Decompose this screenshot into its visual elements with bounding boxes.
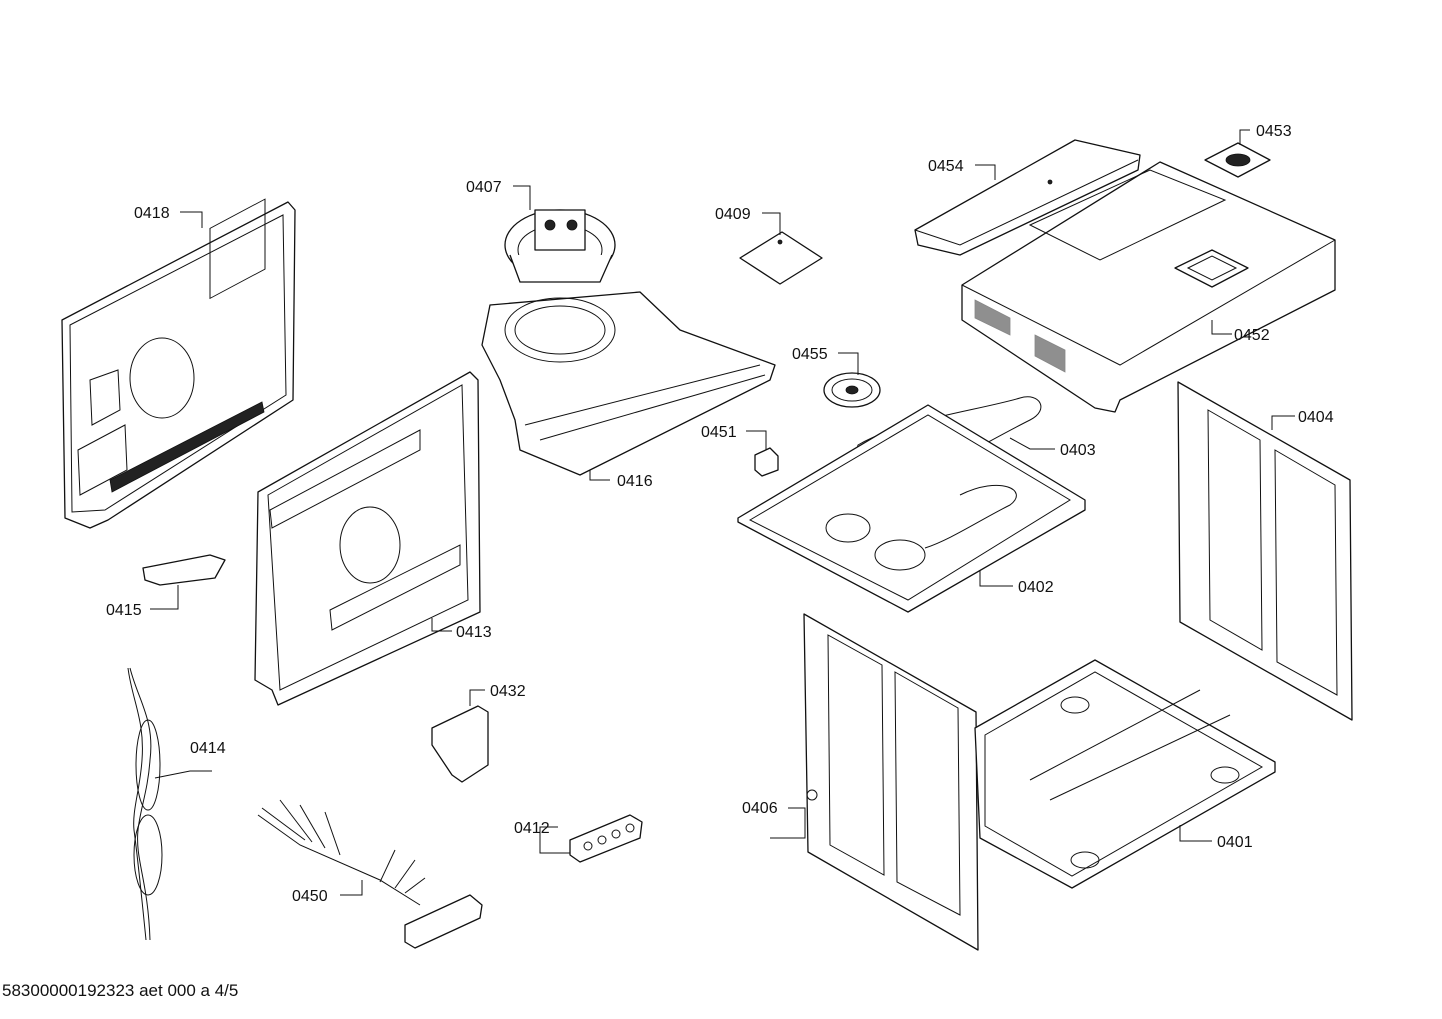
part-0452-top-shell [961, 161, 1336, 413]
part-0409-plate [739, 231, 823, 285]
label-0454: 0454 [928, 158, 964, 175]
label-0451: 0451 [701, 424, 737, 441]
part-0415-bracket [142, 554, 226, 586]
drawing-id-footer: 58300000192323 aet 000 a 4/5 [2, 981, 239, 1000]
part-0412-terminal-block [569, 814, 643, 863]
part-labels: 0418 0407 0409 0454 0453 0452 0455 0451 … [106, 123, 1334, 905]
label-0416: 0416 [617, 473, 653, 490]
part-0451-bracket [754, 447, 779, 477]
label-0409: 0409 [715, 206, 751, 223]
part-0453-vent-cap [1204, 142, 1271, 178]
label-0415: 0415 [106, 602, 142, 619]
label-0413: 0413 [456, 624, 492, 641]
label-0455: 0455 [792, 346, 828, 363]
part-0414-power-cable [127, 667, 163, 941]
label-0453: 0453 [1256, 123, 1292, 140]
label-0432: 0432 [490, 683, 526, 700]
label-0401: 0401 [1217, 834, 1253, 851]
part-0413-inner-rear-wall [254, 371, 481, 706]
label-0414: 0414 [190, 740, 226, 757]
part-0432-bracket [431, 705, 489, 783]
label-0406: 0406 [742, 800, 778, 817]
part-0454-top-cover [914, 139, 1141, 256]
part-0450-wiring-harness [257, 799, 483, 949]
part-0401-cavity-bottom [974, 659, 1276, 889]
label-0403: 0403 [1060, 442, 1096, 459]
label-0450: 0450 [292, 888, 328, 905]
label-0452: 0452 [1234, 327, 1270, 344]
part-0418-rear-panel [61, 198, 296, 529]
part-0407-fan-motor [504, 209, 616, 283]
part-0406-side-panel [803, 613, 979, 951]
label-0404: 0404 [1298, 409, 1334, 426]
label-0418: 0418 [134, 205, 170, 222]
leader-lines [150, 129, 1295, 896]
part-0455-fan-wheel [823, 372, 881, 408]
label-0407: 0407 [466, 179, 502, 196]
label-0412: 0412 [514, 820, 550, 837]
label-0402: 0402 [1018, 579, 1054, 596]
part-0404-side-panel [1177, 381, 1353, 721]
part-0416-fan-housing [481, 291, 776, 476]
part-0402-cavity-top [737, 404, 1086, 613]
